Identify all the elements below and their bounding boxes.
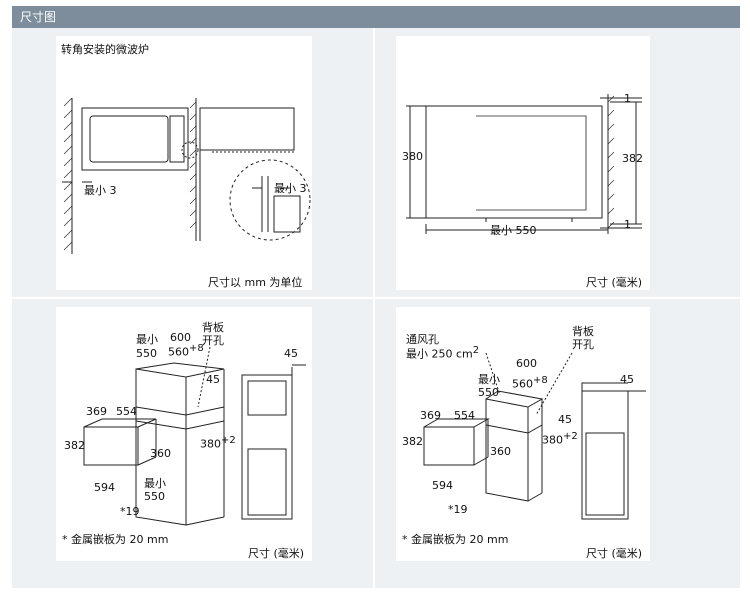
panel-tall-cabinet-vent: 通风孔 最小 250 cm2 背板 开孔 600 最小 550 560+8 45… [396, 307, 650, 561]
dim-45-side: 45 [206, 373, 220, 386]
dim-45-top: 45 [284, 347, 298, 360]
dim-560-tolerance: +8 [533, 375, 548, 386]
dim-depth-550: 最小 550 [490, 224, 537, 237]
vent-label: 通风孔 [406, 333, 439, 346]
tall-cabinet-vent-drawing [423, 352, 646, 520]
dim-360: 360 [150, 447, 171, 460]
panel-tall-cabinet: 背板 开孔 最小 600 550 560+8 45 45 369 554 382… [56, 307, 312, 561]
dim-382: 382 [64, 439, 85, 452]
grid-divider-horizontal [12, 297, 740, 299]
tall-cabinet-drawing [83, 346, 306, 526]
dim-600: 600 [170, 331, 191, 344]
vent-area-exponent: 2 [472, 345, 480, 356]
grid-divider-vertical [373, 28, 375, 588]
panel1-title: 转角安装的微波炉 [61, 43, 149, 56]
dim-600: 600 [516, 357, 537, 370]
back-cutout-label: 背板 开孔 [572, 325, 594, 351]
corner-installation-drawing [62, 97, 311, 254]
section-title: 尺寸图 [20, 10, 57, 24]
dim-380-tolerance: +2 [221, 435, 236, 446]
dim-380-value: 380 [200, 437, 221, 451]
dim-380: 380+2 [542, 431, 578, 447]
panel4-footnote: * 金属嵌板为 20 mm [402, 533, 509, 546]
dim-gap-bottom: 1 [624, 218, 631, 231]
dim-560-value: 560 [512, 377, 533, 391]
panel3-footnote: * 金属嵌板为 20 mm [62, 533, 169, 546]
dim-369: 369 [420, 409, 441, 422]
dim-560-value: 560 [168, 345, 189, 359]
back-cutout-label: 背板 开孔 [202, 321, 224, 347]
dim-min-label: 最小 [136, 333, 158, 346]
panel4-units-note: 尺寸 (毫米) [586, 547, 643, 560]
dim-594: 594 [432, 479, 453, 492]
dim-45-top: 45 [620, 373, 634, 386]
dim-550: 550 [136, 347, 157, 360]
section-header: 尺寸图 [12, 6, 740, 28]
panel2-units-note: 尺寸 (毫米) [586, 276, 643, 289]
panel-side-section: 380 382 1 1 最小 550 尺寸 (毫米) [396, 36, 650, 290]
dim-380-value: 380 [542, 433, 563, 447]
dim-380-tolerance: +2 [563, 431, 578, 442]
dim-560-tolerance: +8 [189, 343, 204, 354]
dim-594: 594 [94, 481, 115, 494]
dim-19: *19 [448, 503, 468, 516]
dim-380: 380+2 [200, 435, 236, 451]
dim-360: 360 [490, 445, 511, 458]
dim-min-right: 最小 3 [274, 182, 307, 195]
dim-382: 382 [402, 435, 423, 448]
panel1-units-note: 尺寸以 mm 为单位 [208, 276, 303, 289]
side-section-drawing [406, 94, 642, 234]
dim-560: 560+8 [512, 375, 548, 391]
vent-area-value: 最小 250 cm [406, 347, 473, 361]
dim-554: 554 [454, 409, 475, 422]
vent-area-label: 最小 250 cm2 [406, 345, 479, 362]
dim-min-550: 最小 550 [478, 373, 500, 399]
dim-height-380: 380 [402, 150, 423, 163]
dim-45-side: 45 [558, 413, 572, 426]
dim-369: 369 [86, 405, 107, 418]
dim-gap-top: 1 [624, 92, 631, 105]
dim-19: *19 [120, 505, 140, 518]
dim-554: 554 [116, 405, 137, 418]
dim-height-382: 382 [622, 152, 643, 165]
panel3-units-note: 尺寸 (毫米) [248, 547, 305, 560]
dim-min-left: 最小 3 [84, 184, 117, 197]
panel-corner-installation: 转角安装的微波炉 最小 3 最小 3 尺寸以 mm 为单位 [56, 36, 312, 290]
dim-min-550: 最小 550 [144, 477, 166, 503]
dim-560: 560+8 [168, 343, 204, 359]
